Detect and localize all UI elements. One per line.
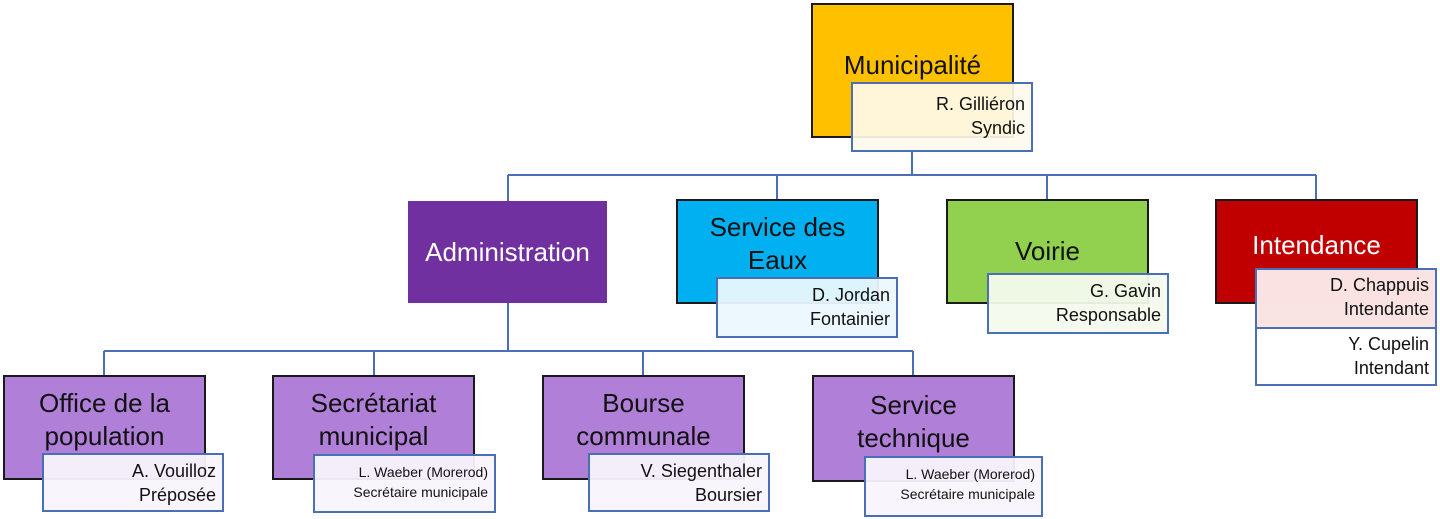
person-role: Responsable — [1055, 305, 1161, 326]
person-name: L. Waeber (Morerod) — [358, 464, 488, 480]
municipalite-title: Municipalité — [843, 50, 982, 80]
person-name: L. Waeber (Morerod) — [905, 466, 1035, 482]
person-name: A. Vouilloz — [131, 461, 216, 481]
service-technique-person-card: L. Waeber (Morerod) Secrétaire municipal… — [864, 456, 1043, 517]
office-population-box: Office de la population — [3, 375, 206, 480]
secretariat-title-line1: Secrétariat — [310, 388, 437, 418]
secretariat-title-line2: municipal — [318, 420, 429, 451]
person-role: Intendante — [1343, 299, 1429, 320]
office-population-title-line1: Office de la — [38, 388, 171, 418]
intendance-person-2: Y. Cupelin Intendant — [1257, 327, 1435, 383]
bourse-title-line1: Bourse — [602, 388, 685, 418]
intendance-title: Intendance — [1252, 230, 1381, 260]
office-population-person-card: A. Vouilloz Préposée — [42, 453, 224, 512]
service-eaux-title-line2: Eaux — [747, 244, 808, 275]
intendance-person-1: D. Chappuis Intendante — [1257, 270, 1435, 327]
person-name: Y. Cupelin — [1348, 334, 1429, 354]
administration-title: Administration — [425, 236, 590, 267]
person-role: Secrétaire municipale — [900, 486, 1035, 503]
person-name: D. Jordan — [811, 285, 890, 305]
bourse-title-line2: communale — [576, 420, 711, 451]
person-name: V. Siegenthaler — [640, 461, 762, 481]
service-technique-title-line2: technique — [857, 422, 970, 453]
person-role: Syndic — [970, 118, 1025, 139]
person-name: G. Gavin — [1089, 281, 1161, 301]
bourse-person-card: V. Siegenthaler Boursier — [588, 453, 770, 512]
intendance-people-card: D. Chappuis Intendante Y. Cupelin Intend… — [1255, 268, 1437, 386]
voirie-person-card: G. Gavin Responsable — [987, 273, 1169, 334]
service-eaux-title-line1: Service des — [709, 212, 846, 242]
person-name: D. Chappuis — [1329, 275, 1429, 295]
office-population-title-line2: population — [44, 420, 165, 451]
secretariat-person-card: L. Waeber (Morerod) Secrétaire municipal… — [313, 454, 496, 513]
voirie-title: Voirie — [1014, 236, 1081, 267]
municipalite-person-card: R. Gilliéron Syndic — [851, 82, 1033, 152]
person-role: Boursier — [694, 485, 762, 506]
person-role: Secrétaire municipale — [353, 484, 488, 501]
person-role: Intendant — [1353, 358, 1429, 379]
service-eaux-person-card: D. Jordan Fontainier — [716, 277, 898, 338]
person-role: Fontainier — [809, 309, 890, 330]
person-name: R. Gilliéron — [935, 94, 1025, 114]
administration-box: Administration — [408, 201, 607, 303]
service-technique-title-line1: Service — [870, 390, 957, 420]
person-role: Préposée — [138, 485, 216, 506]
